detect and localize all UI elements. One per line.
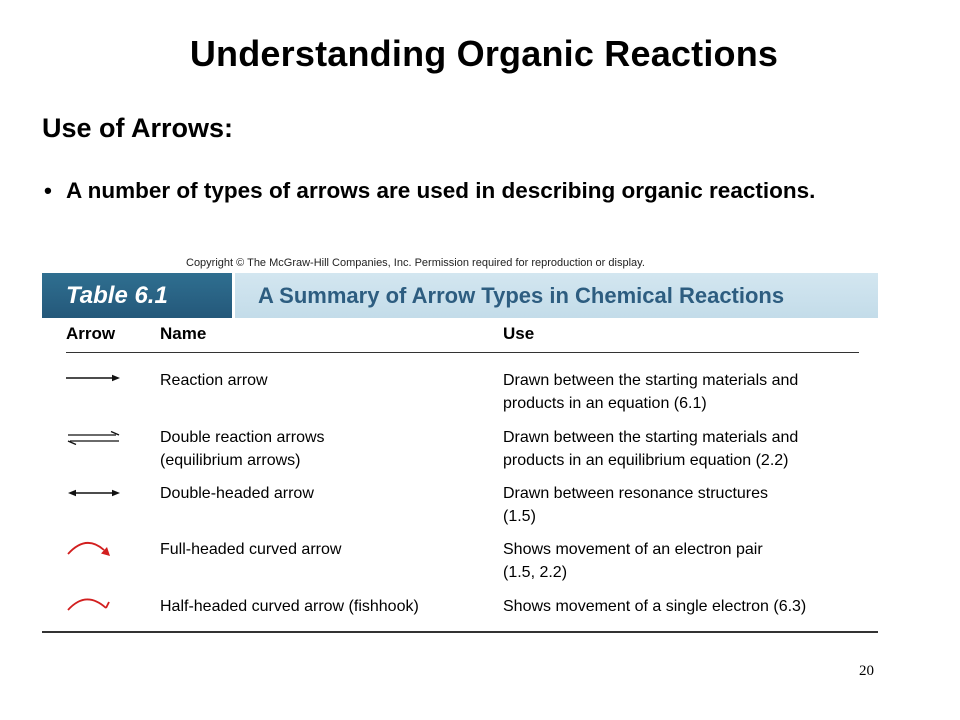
row-name-line: Double reaction arrows	[160, 429, 325, 446]
row-name: Full-headed curved arrow	[160, 538, 341, 561]
table-bottom-rule	[42, 631, 878, 633]
header-rule	[66, 352, 859, 354]
row-name-line: Double-headed arrow	[160, 485, 314, 502]
half-headed-curved-arrow-icon	[67, 598, 110, 611]
bullet-text: A number of types of arrows are used in …	[66, 178, 816, 203]
banner-divider	[232, 273, 235, 318]
row-name-line: Reaction arrow	[160, 372, 268, 389]
header-arrow: Arrow	[66, 324, 116, 343]
header-use: Use	[503, 324, 535, 343]
slide-title: Understanding Organic Reactions	[189, 33, 779, 74]
row-name: Reaction arrow	[160, 369, 268, 392]
row-use: Shows movement of an electron pair (1.5,…	[503, 538, 763, 584]
reaction-arrow-icon	[66, 374, 120, 382]
table-number: Table 6.1	[42, 273, 232, 318]
double-reaction-arrows-icon	[67, 430, 120, 446]
header-name: Name	[160, 324, 207, 343]
row-use-line: Drawn between resonance structures	[503, 485, 769, 502]
row-use-line: Shows movement of an electron pair	[503, 541, 763, 558]
row-use-line: products in an equation (6.1)	[503, 395, 707, 412]
row-use-line: Drawn between the starting materials and	[503, 429, 799, 446]
row-name: Double-headed arrow	[160, 482, 314, 505]
bullet-icon: •	[44, 178, 52, 203]
row-name: Double reaction arrows (equilibrium arro…	[160, 426, 325, 472]
row-name-line: Full-headed curved arrow	[160, 541, 342, 558]
table-copyright: Copyright © The McGraw-Hill Companies, I…	[186, 257, 645, 269]
row-use-line: Shows movement of a single electron (6.3…	[503, 598, 807, 615]
row-name-line: Half-headed curved arrow (fishhook)	[160, 598, 419, 615]
table-banner: Table 6.1 A Summary of Arrow Types in Ch…	[42, 273, 878, 318]
page-number: 20	[859, 663, 874, 679]
double-headed-arrow-icon	[68, 489, 120, 497]
row-use-line: (1.5, 2.2)	[503, 564, 568, 581]
row-use: Drawn between the starting materials and…	[503, 426, 798, 472]
full-headed-curved-arrow-icon	[67, 542, 110, 556]
row-use: Drawn between resonance structures (1.5)	[503, 482, 768, 528]
table-title: A Summary of Arrow Types in Chemical Rea…	[258, 283, 785, 308]
row-use: Shows movement of a single electron (6.3…	[503, 595, 806, 618]
row-use-line: products in an equilibrium equation (2.2…	[503, 452, 789, 469]
bullet-item: • A number of types of arrows are used i…	[44, 175, 914, 207]
row-use-line: Drawn between the starting materials and	[503, 372, 799, 389]
row-name-line: (equilibrium arrows)	[160, 452, 301, 469]
row-use: Drawn between the starting materials and…	[503, 369, 798, 415]
row-use-line: (1.5)	[503, 508, 536, 525]
section-heading: Use of Arrows:	[42, 113, 234, 143]
row-name: Half-headed curved arrow (fishhook)	[160, 595, 419, 618]
